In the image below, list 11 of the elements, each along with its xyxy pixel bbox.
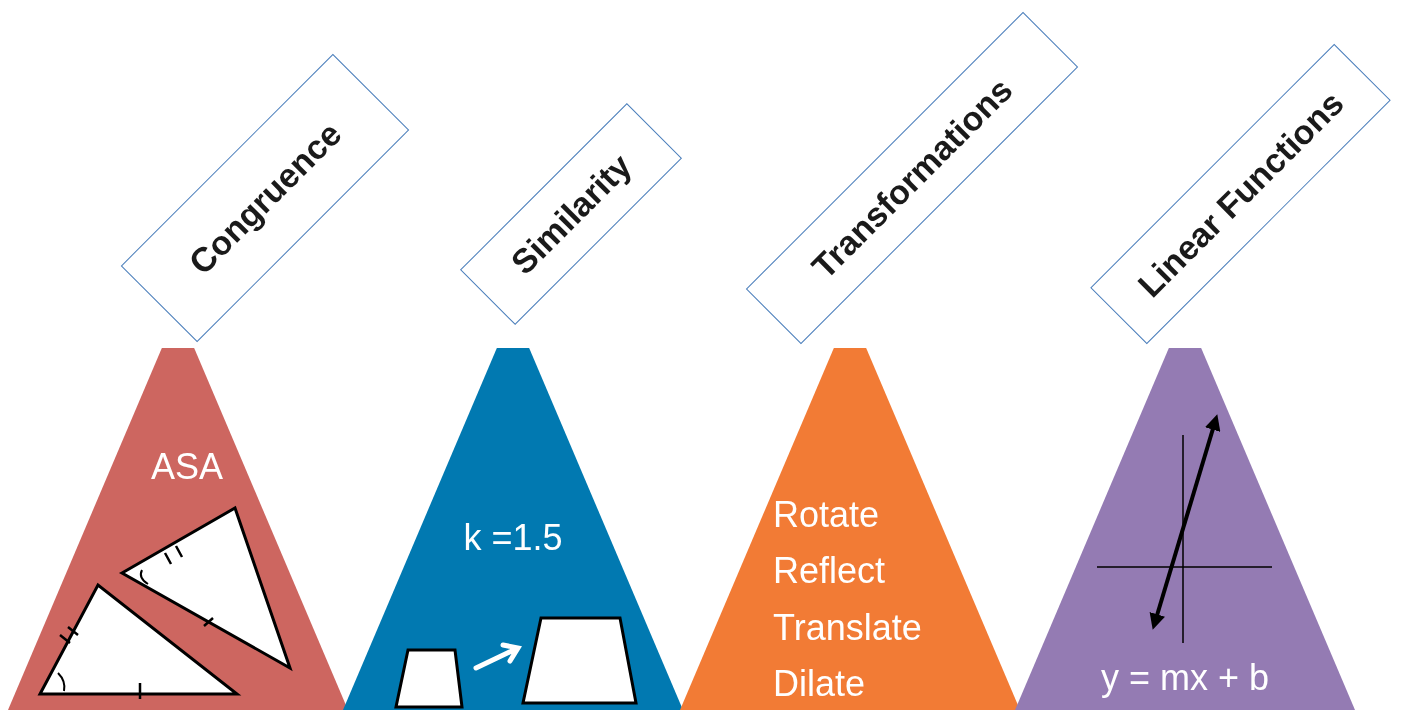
panel-text: Dilate: [773, 666, 866, 702]
panel-text: ASA: [151, 449, 223, 485]
triangle-panel: [680, 348, 1020, 710]
panel-text: Translate: [773, 610, 922, 646]
panel-text: Rotate: [773, 497, 880, 533]
panel-text: Reflect: [773, 553, 886, 589]
triangle-panel: [343, 348, 683, 710]
triangle-panel: [8, 348, 348, 710]
triangle-panel: [1015, 348, 1355, 710]
panel-text: k =1.5: [463, 520, 563, 556]
panel-text: y = mx + b: [1100, 660, 1270, 696]
